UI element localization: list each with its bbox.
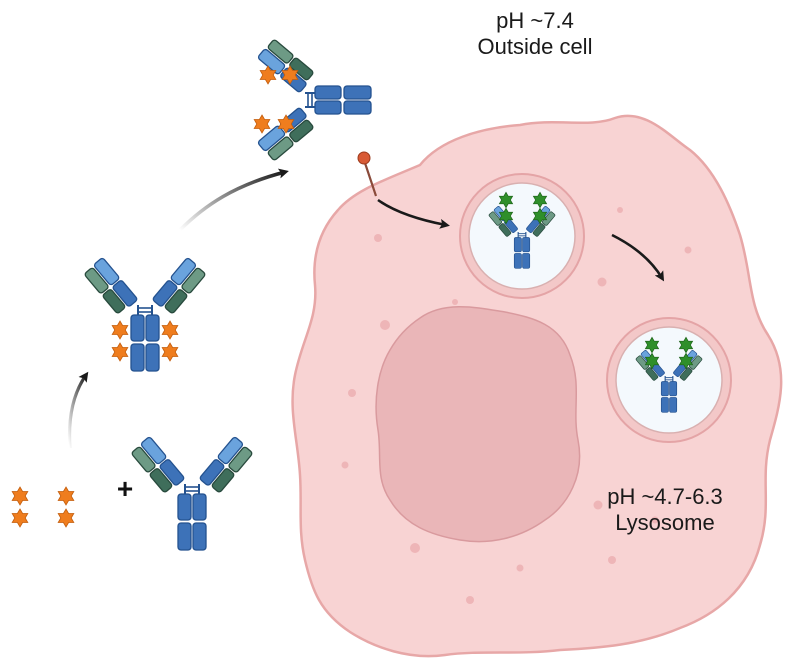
arrow-internalize [377, 198, 450, 229]
outside-name-text: Outside cell [477, 34, 593, 59]
free-antigens [11, 486, 75, 528]
antibody-antigen-complex [82, 256, 208, 372]
arrow-bind [67, 371, 89, 449]
arrow-traffic [611, 233, 665, 282]
fc-receptor-dot [357, 151, 371, 165]
free-antibody [129, 435, 255, 551]
plus-sign: + [117, 473, 133, 504]
cytoplasm-dots [341, 207, 692, 604]
lysosome-vesicle [606, 317, 732, 443]
nucleus [375, 306, 581, 543]
fc-receptor-stalk [362, 159, 378, 197]
lysosome-ph-text: pH ~4.7-6.3 [607, 484, 723, 509]
outside-ph-text: pH ~7.4 [496, 8, 574, 33]
lysosome-name-text: Lysosome [615, 510, 715, 535]
outside-cell-label: pH ~7.4 Outside cell [435, 8, 635, 60]
lysosome-label: pH ~4.7-6.3 Lysosome [565, 484, 765, 536]
receptor-bound-complex [253, 37, 372, 163]
arrow-approach [178, 168, 289, 232]
endosome-vesicle [459, 173, 585, 299]
